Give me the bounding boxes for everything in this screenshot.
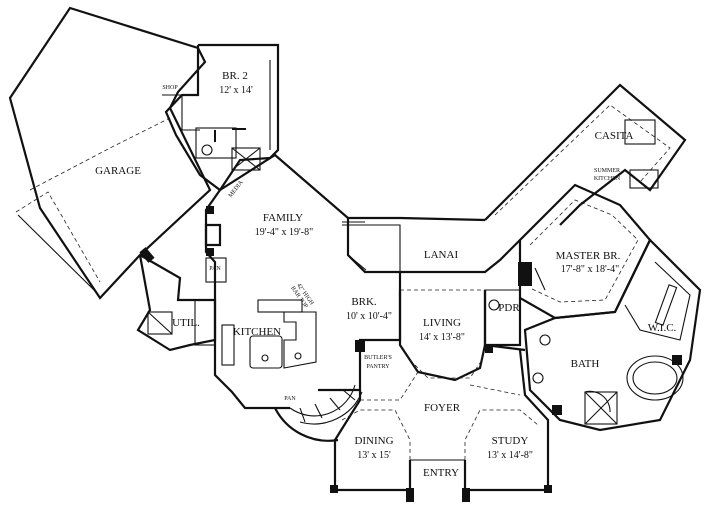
family-core	[204, 153, 402, 442]
label-family-dim: 19'-4" x 19'-8"	[255, 227, 313, 238]
label-summer-kitchen-2: KITCHEN	[594, 176, 621, 182]
br2-wing	[164, 43, 280, 192]
label-util: UTIL.	[172, 317, 200, 329]
label-master-dim: 17'-8" x 18'-4"	[561, 264, 619, 275]
label-pdr: PDR	[498, 302, 520, 314]
label-entry: ENTRY	[423, 467, 459, 479]
living-pdr	[398, 289, 526, 382]
label-living-dim: 14' x 13'-8"	[419, 332, 465, 343]
label-study: STUDY	[492, 435, 529, 447]
bath-wic	[523, 238, 702, 432]
label-shop: SHOP	[162, 85, 178, 91]
label-butlers-2: PANTRY	[366, 364, 390, 370]
label-dining: DINING	[354, 435, 393, 447]
lanai	[342, 216, 521, 291]
label-bath: BATH	[571, 358, 600, 370]
label-casita: CASITA	[595, 130, 634, 142]
label-butlers-1: BUTLER'S	[364, 355, 392, 361]
label-master: MASTER BR.	[556, 250, 621, 262]
label-lanai: LANAI	[424, 249, 459, 261]
label-kitchen: KITCHEN	[233, 326, 281, 338]
label-brk: BRK.	[351, 296, 377, 308]
label-br2-dim: 12' x 14'	[219, 85, 253, 96]
label-pan-1: PAN	[209, 266, 221, 272]
util-wing	[136, 254, 217, 352]
front-rooms	[330, 340, 552, 502]
label-living: LIVING	[423, 317, 461, 329]
label-brk-dim: 10' x 10'-4"	[346, 311, 392, 322]
label-wic: W.I.C.	[648, 322, 677, 334]
label-foyer: FOYER	[424, 402, 461, 414]
casita	[484, 83, 687, 226]
label-study-dim: 13' x 14'-8"	[487, 450, 533, 461]
garage-wing	[8, 6, 212, 300]
label-pan-2: PAN	[284, 396, 296, 402]
label-family: FAMILY	[263, 212, 303, 224]
label-summer-kitchen-1: SUMMER	[594, 168, 620, 174]
label-garage: GARAGE	[95, 165, 141, 177]
label-br2: BR. 2	[222, 70, 248, 82]
label-dining-dim: 13' x 15'	[357, 450, 391, 461]
